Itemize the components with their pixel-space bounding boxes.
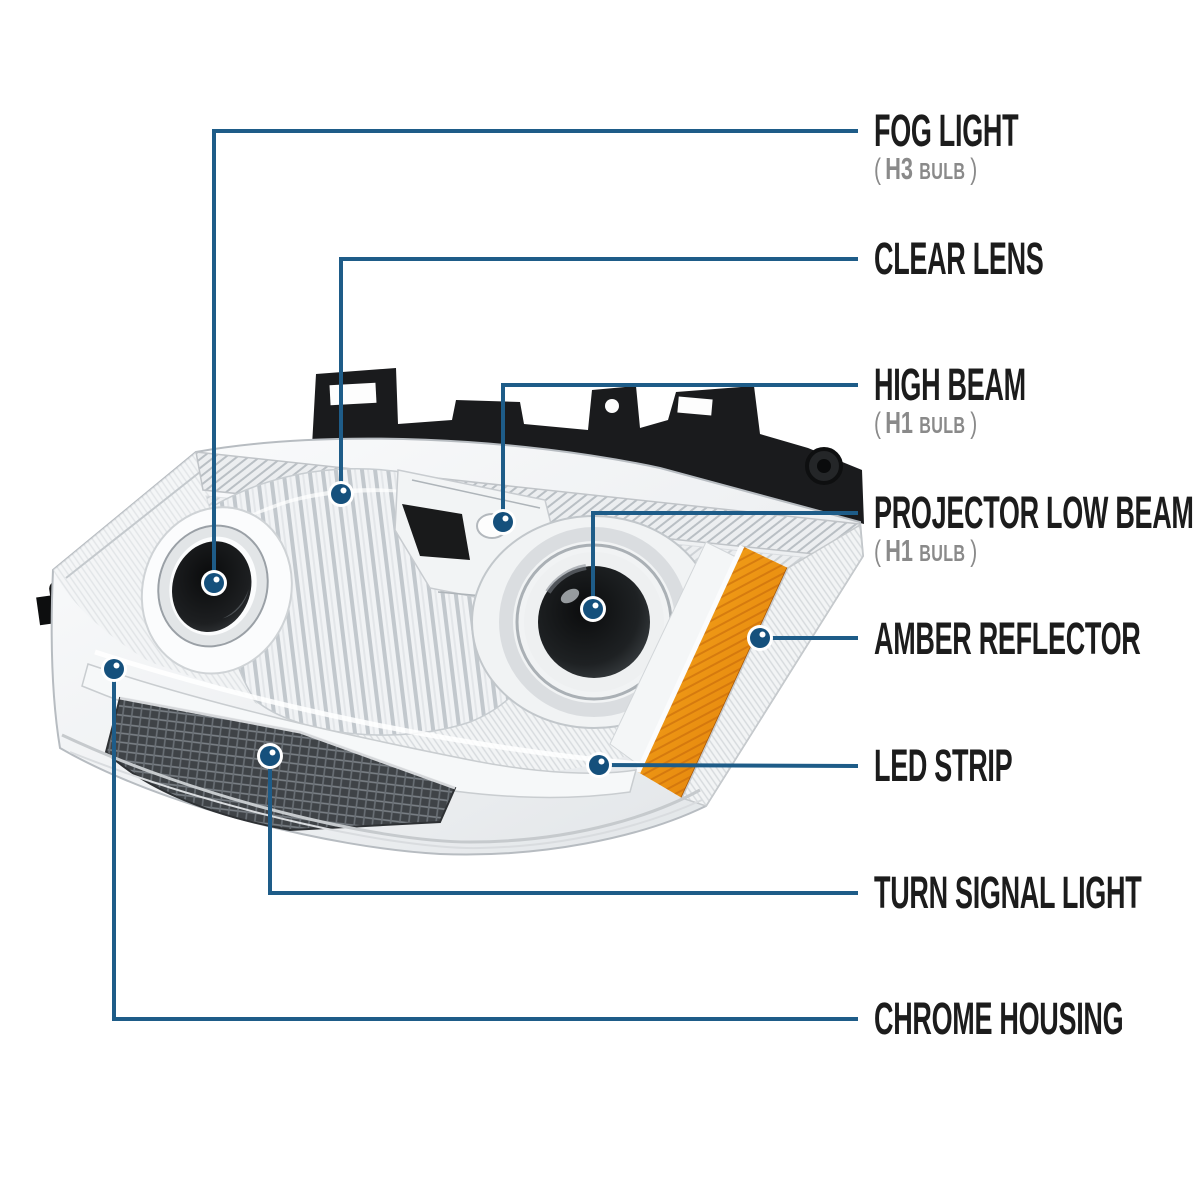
bottom-chrome-lip [61, 733, 703, 850]
amber-reflector-dot [747, 625, 773, 651]
projector-low-beam-dot [580, 596, 606, 622]
callout-chrome-housing: CHROME HOUSING [874, 993, 1200, 1044]
fog-light-leader [212, 129, 858, 583]
fog-light-dot [201, 570, 227, 596]
led-strip-label: LED STRIP [874, 740, 1013, 791]
clear-lens-leader [339, 257, 858, 494]
callout-dots [101, 481, 773, 778]
high-beam-leader [501, 383, 858, 522]
clear-lens-dot [328, 481, 354, 507]
high-beam-label: HIGH BEAM [874, 359, 1026, 410]
turn-signal-leader [268, 756, 858, 895]
turn-signal-dot [257, 743, 283, 769]
callout-turn-signal-light: TURN SIGNAL LIGHT [874, 867, 1200, 918]
clear-lens-label: CLEAR LENS [874, 233, 1044, 284]
projector-low-beam-label: PROJECTOR LOW BEAM [874, 487, 1194, 538]
bracket-slot [677, 396, 713, 416]
chrome-housing-label: CHROME HOUSING [874, 993, 1124, 1044]
chrome-housing-leader [112, 669, 858, 1021]
amber-reflector-label: AMBER REFLECTOR [874, 613, 1141, 664]
turn-signal-light-label: TURN SIGNAL LIGHT [874, 867, 1142, 918]
callout-leader-lines [112, 129, 859, 1021]
right-clear-wedge [680, 523, 864, 807]
turn-signal-mesh [104, 696, 457, 832]
chrome-housing-dot [101, 656, 127, 682]
amber-reflector-strip [609, 541, 790, 799]
led-strip-dot [586, 752, 612, 778]
callout-amber-reflector: AMBER REFLECTOR [874, 613, 1200, 664]
fog-light-label: FOG LIGHT [874, 105, 1019, 156]
projector-low-beam-leader [591, 511, 858, 609]
led-strip-leader [598, 763, 859, 768]
high-beam-dot [490, 509, 516, 535]
callout-led-strip: LED STRIP [874, 740, 1105, 791]
bracket-slot [329, 382, 377, 406]
callout-clear-lens: CLEAR LENS [874, 233, 1157, 284]
